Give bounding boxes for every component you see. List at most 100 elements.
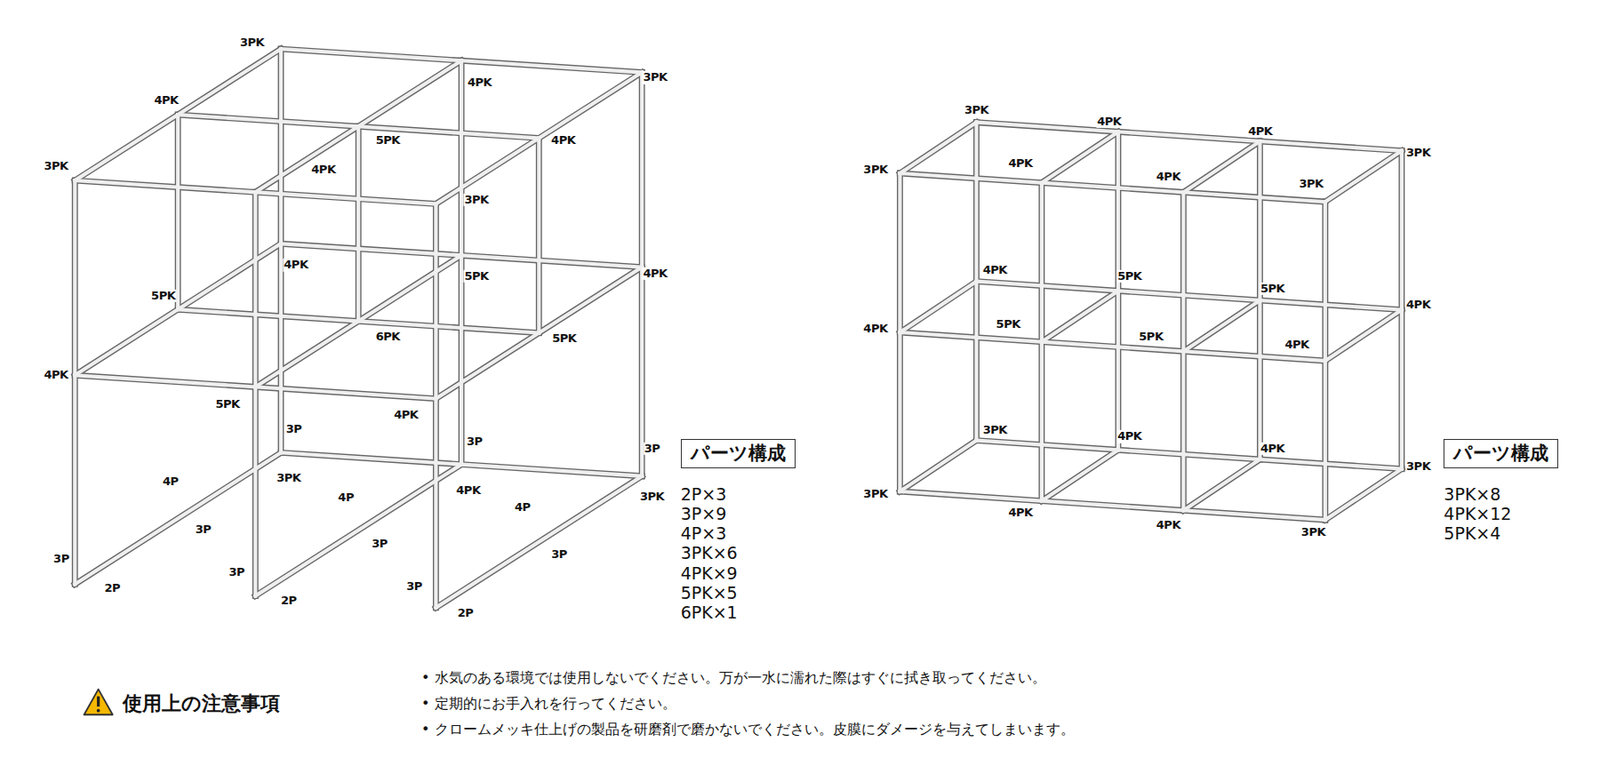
bar-body [74, 48, 1402, 608]
part-label: 4PK [1247, 125, 1273, 138]
part-label: 3P [465, 435, 484, 448]
parts-count: 5PK×4 [1443, 524, 1501, 544]
bar-edge [1041, 290, 1119, 342]
bar-face [176, 114, 180, 310]
part-label: 5PK [464, 270, 490, 283]
bar-face [253, 192, 257, 596]
bar-face [433, 203, 438, 608]
bar-edge [252, 192, 259, 596]
bar-face [899, 281, 976, 333]
bar-face [1400, 151, 1404, 470]
bar-edge [1183, 141, 1260, 192]
bar-outline [74, 48, 1402, 608]
part-label: 4PK [1283, 338, 1310, 352]
part-label: 2P [456, 607, 475, 620]
part-label: 3PK [464, 193, 490, 207]
part-label: 2P [103, 582, 121, 595]
bar-edge [976, 122, 1401, 152]
bar-edge [1041, 131, 1119, 183]
bar-face [1325, 469, 1402, 520]
bar-edge [899, 440, 976, 492]
bar-face [356, 126, 360, 321]
part-label: 2P [280, 594, 298, 608]
part-label: 5PK [995, 318, 1022, 331]
caution-heading: 使用上の注意事項 [122, 693, 280, 715]
parts-count: 4PK×9 [680, 563, 738, 583]
part-label: 3PK [641, 71, 668, 84]
part-label: 4PK [641, 266, 668, 280]
bar-face [897, 173, 902, 492]
bar-face [1183, 459, 1260, 511]
part-label: 4PK [466, 76, 493, 89]
part-label: 3PK [239, 36, 265, 49]
part-label: 4PK [862, 321, 888, 335]
part-label: 6PK [375, 330, 401, 344]
bar-face [1116, 131, 1120, 450]
bar-edge [1041, 449, 1119, 501]
parts-count: 3PK×6 [680, 544, 738, 563]
bar-face [899, 491, 1325, 520]
bar-edge [1183, 300, 1260, 352]
part-label: 4PK [550, 134, 576, 147]
part-label: 5PK [551, 332, 577, 345]
parts-count: 4PK×12 [1443, 504, 1512, 523]
bar-edge [899, 281, 976, 333]
bar-face [899, 122, 976, 174]
box-heading: パーツ構成 [1453, 442, 1549, 464]
bar-edge [175, 114, 182, 310]
bar-face [1183, 141, 1260, 192]
bar-edge [74, 452, 281, 584]
part-label: 3PK [1300, 526, 1327, 539]
bar-edge [278, 48, 285, 453]
warning-icon [84, 689, 113, 716]
bar-edge [899, 122, 976, 174]
part-label: 3P [228, 566, 247, 579]
bar-face [1257, 141, 1262, 460]
bar-edge [1325, 151, 1402, 202]
part-label: 4PK [1096, 114, 1122, 128]
bar-face [976, 122, 1401, 152]
bar-face [1325, 310, 1402, 361]
parts-count: 4P×3 [680, 524, 728, 544]
bar-face [1183, 300, 1260, 352]
part-label: 4PK [1259, 442, 1286, 456]
part-label: 5PK [1116, 270, 1143, 283]
part-label: 3PK [43, 160, 70, 173]
box-heading: パーツ構成 [690, 442, 786, 464]
part-label: 3P [370, 537, 389, 551]
part-label: 3PK [1298, 176, 1325, 190]
part-label: 4P [161, 475, 180, 488]
bar-edge [355, 126, 362, 321]
bar-edge [432, 203, 440, 608]
bar-face [1181, 192, 1185, 511]
part-label: 3P [643, 442, 662, 456]
bar-face [72, 180, 77, 584]
part-label: 4PK [1007, 157, 1033, 170]
part-label: 3P [405, 580, 424, 593]
part-label: 4PK [1155, 169, 1182, 183]
part-label: 4PK [153, 93, 180, 106]
bar-face [280, 452, 642, 476]
warning-dot [96, 709, 101, 713]
bar-face [1323, 201, 1328, 520]
parts-count: 3PK×8 [1443, 484, 1501, 504]
part-label: 3PK [982, 424, 1008, 437]
parts-count: 2P×3 [680, 484, 728, 504]
bar-face [279, 48, 283, 453]
part-label: 3PK [1405, 459, 1432, 472]
part-label: 3P [52, 552, 71, 566]
parts-count: 3P×9 [680, 504, 728, 523]
warning-mark [96, 696, 100, 707]
part-label: 3P [550, 548, 568, 561]
bar-face [1041, 290, 1119, 342]
part-label: 4P [513, 500, 532, 513]
part-label: 3P [194, 523, 213, 536]
part-label: 5PK [150, 289, 176, 303]
bar-edge [255, 464, 462, 597]
bar-face [974, 122, 978, 441]
bar-edge [1183, 459, 1260, 511]
part-label: 4PK [282, 258, 309, 272]
bar-edge [435, 476, 642, 608]
parts-heading-box: パーツ構成 [680, 439, 796, 469]
